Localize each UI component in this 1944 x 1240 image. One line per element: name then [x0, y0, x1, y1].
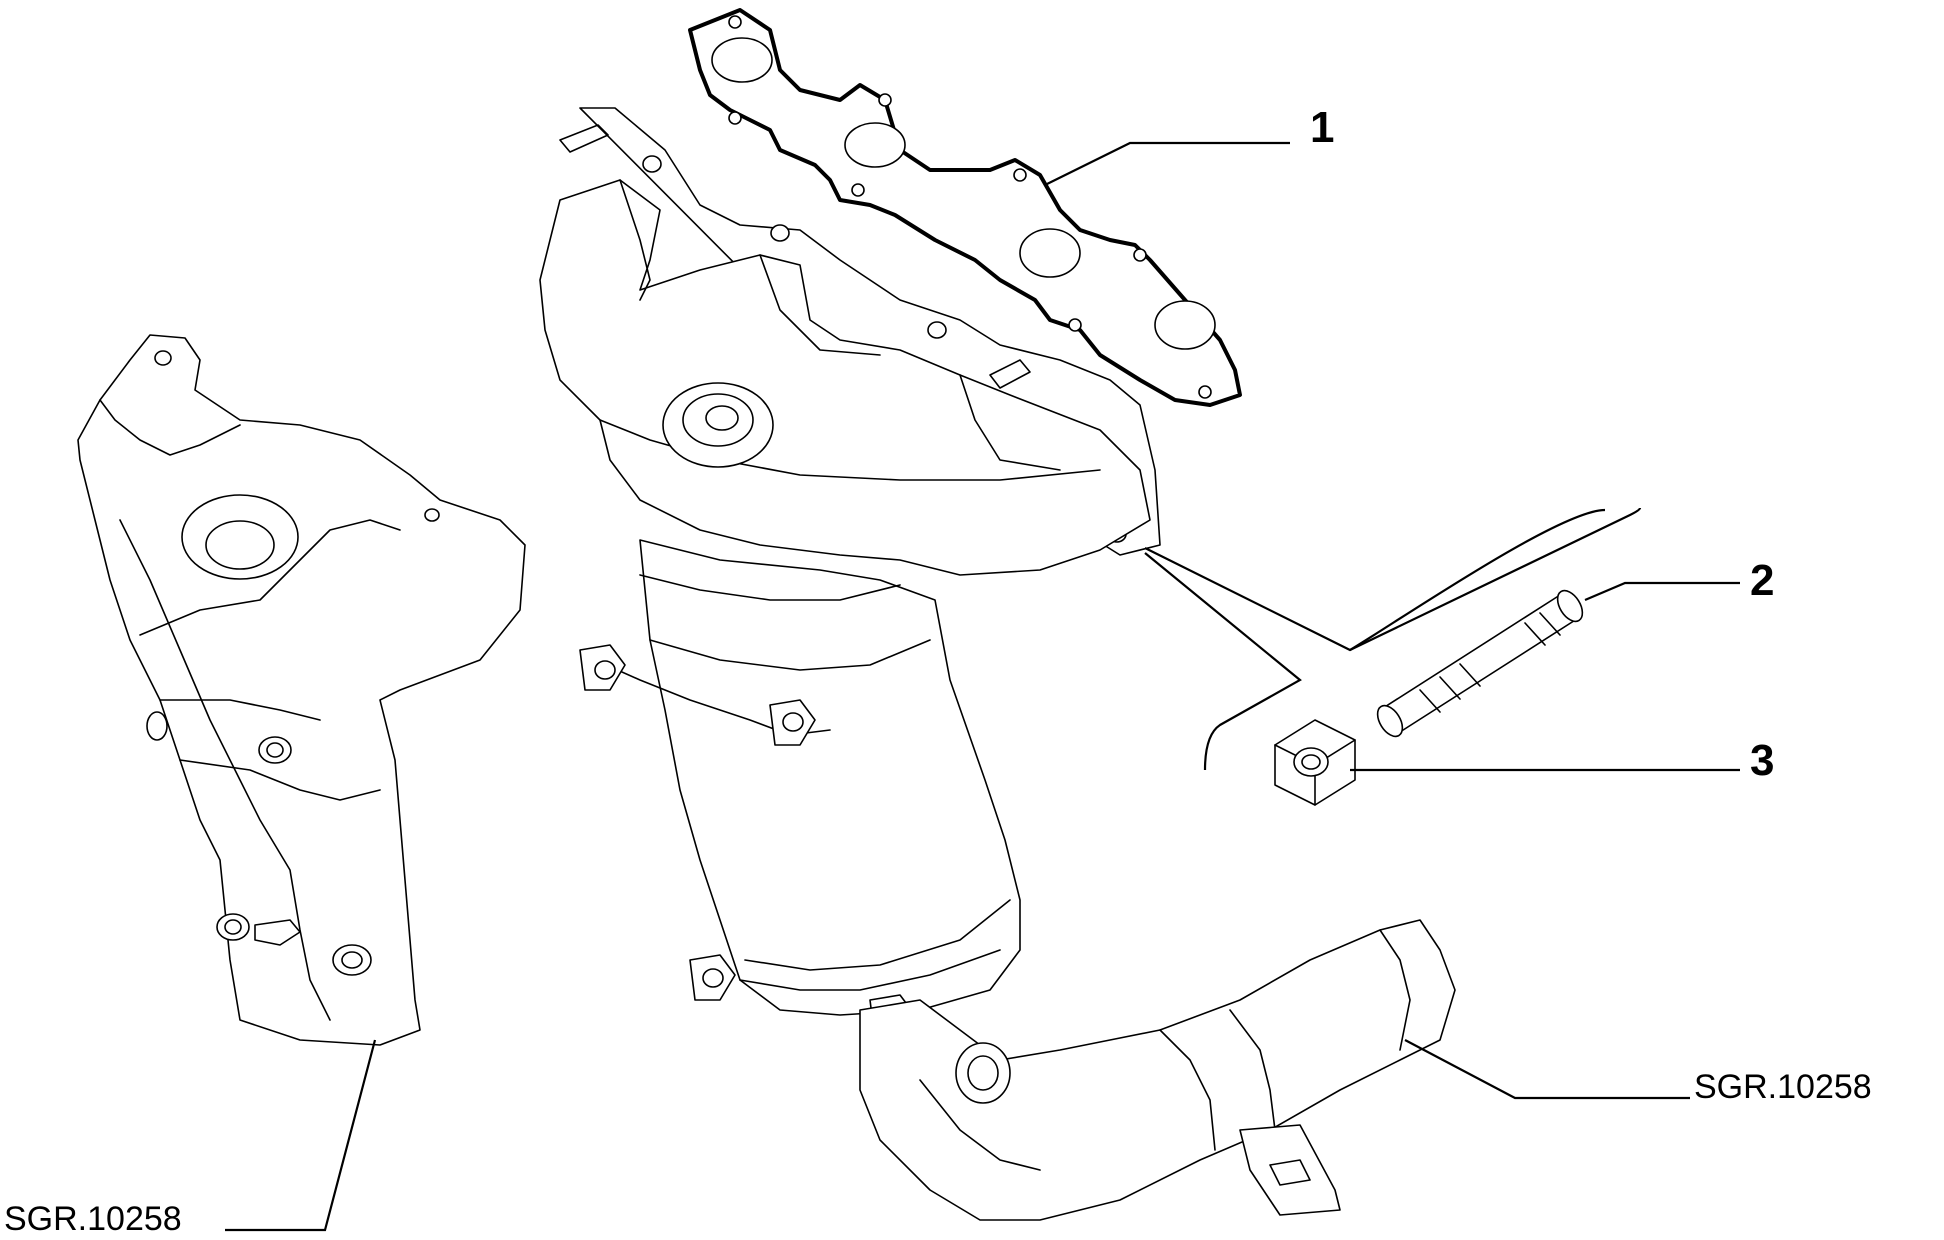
heat-shield [77, 334, 526, 1046]
assembly-guide-lines [1144, 507, 1642, 771]
ref-label-heat-shield: SGR.10258 [4, 1200, 182, 1235]
leader-line-shield-ref [225, 1039, 377, 1232]
callout-2: 2 [1750, 556, 1774, 605]
leader-line-2 [1584, 581, 1740, 602]
front-exhaust-pipe [859, 919, 1456, 1221]
leader-line-pipe-ref [1404, 1039, 1690, 1100]
leader-line-1 [1044, 141, 1290, 186]
ref-label-exhaust-pipe: SGR.10258 [1694, 1068, 1872, 1106]
exhaust-manifold-catalyst [539, 107, 1161, 1041]
callout-3: 3 [1750, 736, 1774, 785]
manifold-gasket [688, 8, 1242, 407]
hex-nut [1274, 719, 1356, 806]
stud-bolt [1376, 589, 1584, 738]
callout-1: 1 [1310, 103, 1334, 152]
